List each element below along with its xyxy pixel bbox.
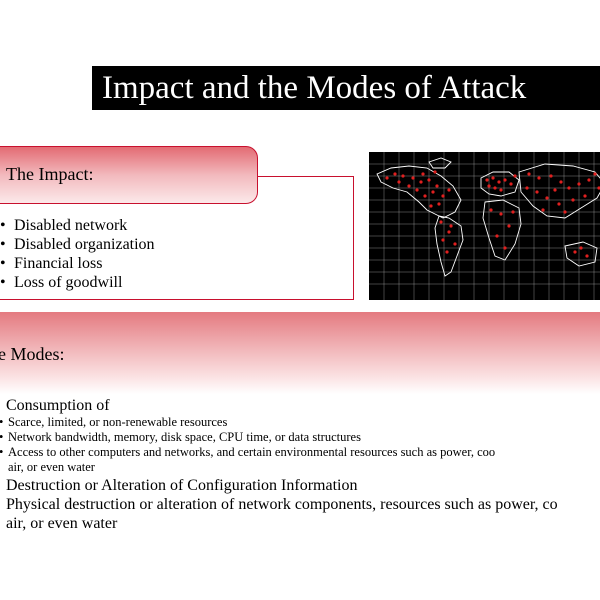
impact-header-tab xyxy=(0,146,258,204)
impact-heading: The Impact: xyxy=(6,164,94,184)
physical-heading-line2: air, or even water xyxy=(6,515,118,532)
consumption-item: Network bandwidth, memory, disk space, C… xyxy=(0,430,600,445)
consumption-item: Access to other computers and networks, … xyxy=(0,445,600,475)
destruction-heading: Destruction or Alteration of Configurati… xyxy=(6,477,358,494)
impact-item: Financial loss xyxy=(0,254,155,273)
consumption-heading: Consumption of xyxy=(6,397,110,414)
impact-item: Disabled organization xyxy=(0,235,155,254)
consumption-list: Scarce, limited, or non-renewable resour… xyxy=(0,415,600,475)
consumption-item-text: Access to other computers and networks, … xyxy=(8,445,496,459)
impact-item: Loss of goodwill xyxy=(0,273,155,292)
impact-list: Disabled network Disabled organization F… xyxy=(0,216,155,292)
consumption-item-continuation: air, or even water xyxy=(8,460,95,474)
slide-title: Impact and the Modes of Attack xyxy=(92,66,600,110)
physical-heading-line1: Physical destruction or alteration of ne… xyxy=(6,496,558,513)
modes-body: Consumption of Scarce, limited, or non-r… xyxy=(0,396,600,533)
modes-heading: e Modes: xyxy=(0,344,65,364)
world-attack-map-image xyxy=(369,152,600,300)
modes-header-band xyxy=(0,312,600,394)
impact-item: Disabled network xyxy=(0,216,155,235)
consumption-item: Scarce, limited, or non-renewable resour… xyxy=(0,415,600,430)
